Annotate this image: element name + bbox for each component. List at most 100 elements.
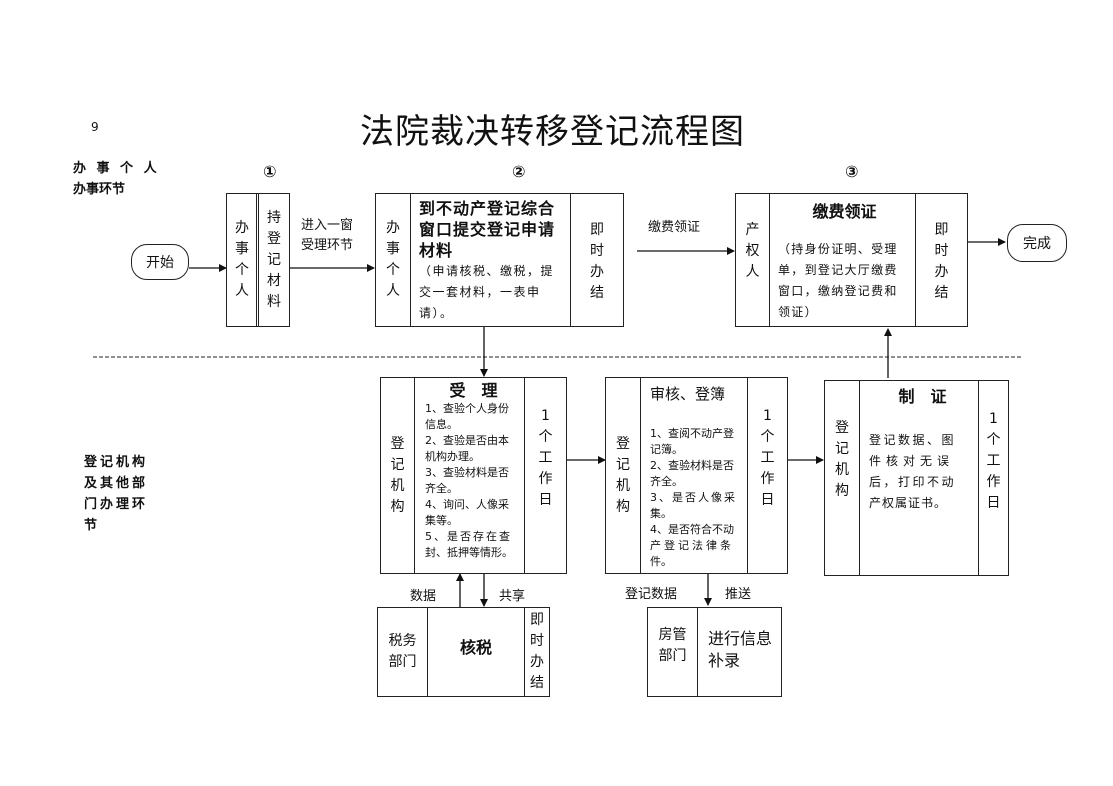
char: 日	[986, 495, 1001, 511]
char: 工	[986, 453, 1001, 469]
step1-double-divider	[256, 194, 259, 326]
char: 登	[835, 420, 849, 436]
dept-line: 税务	[388, 633, 417, 649]
detail-line: 单，到登记大厅缴费	[778, 263, 898, 277]
char: 机	[835, 462, 849, 478]
lane-label-line: 办事环节	[73, 182, 126, 197]
char: 持	[267, 209, 281, 226]
char: 个	[386, 262, 400, 278]
review-content: 审核、登簿 1、查阅不动产登 记簿。 2、查验材料是否 齐全。 3、是否人像采 …	[640, 378, 747, 573]
accept-content: 受 理 1、查验个人身份 信息。 2、查验是否由本 机构办理。 3、查验材料是否…	[414, 378, 524, 573]
char: 1	[763, 408, 772, 424]
item-line: 信息。	[425, 418, 458, 431]
char: 作	[538, 471, 553, 487]
review-actor: 登 记 机 构	[606, 378, 640, 573]
item-line: 5、是否存在查	[425, 530, 512, 543]
tax-task: 核税	[427, 608, 524, 696]
step2-timing: 即 时 办 结	[570, 194, 623, 326]
start-node: 开始	[131, 244, 189, 280]
char: 人	[745, 264, 760, 280]
review-heading: 审核、登簿	[650, 385, 726, 403]
item-line: 件核对无误	[869, 454, 955, 468]
task-line: 补录	[708, 651, 741, 670]
char: 办	[530, 654, 544, 670]
tax-heading: 核税	[459, 638, 492, 657]
char: 登	[390, 435, 405, 452]
item-line: 产权属证书。	[869, 496, 948, 510]
lane-label-line: 登记机构	[84, 455, 149, 470]
edge-label-line: 进入一窗	[301, 218, 354, 233]
item-line: 封、抵押等情形。	[425, 546, 513, 559]
char: 构	[835, 483, 849, 499]
char: 1	[989, 411, 998, 427]
step3-timing: 即 时 办 结	[915, 194, 967, 326]
char: 构	[616, 498, 630, 515]
char: 即	[934, 222, 949, 238]
step3-heading: 缴费领证	[812, 202, 877, 221]
review-box: 登 记 机 构 审核、登簿 1、查阅不动产登 记簿。 2、查验材料是否 齐全。 …	[605, 377, 788, 574]
step3-detail: （持身份证明、受理 单，到登记大厅缴费 窗口，缴纳登记费和 领证）	[778, 239, 911, 323]
lane-label-agency: 登记机构 及其他部 门办理环 节	[84, 452, 148, 536]
detail-line: 领证）	[778, 305, 818, 319]
char: 个	[986, 432, 1001, 448]
step1-actor: 办 事 个 人	[227, 194, 257, 326]
char: 人	[235, 283, 249, 299]
detail-line: 窗口，缴纳登记费和	[778, 284, 898, 298]
char: 构	[390, 498, 405, 515]
step2-content: 到不动产登记综合 窗口提交登记申请 材料 （申请核税、缴税，提 交一套材料，一表…	[410, 194, 570, 326]
tax-dept: 税务 部门	[378, 608, 427, 696]
char: 登	[616, 435, 630, 452]
tax-box: 税务 部门 核税 即 时 办 结	[377, 607, 550, 697]
diagram-title: 法院裁决转移登记流程图	[360, 112, 745, 152]
edge-label-data: 数据	[410, 589, 437, 604]
dept-line: 部门	[388, 654, 417, 670]
accept-box: 登 记 机 构 受 理 1、查验个人身份 信息。 2、查验是否由本 机构办理。 …	[380, 377, 567, 574]
char: 机	[616, 477, 630, 494]
step-marker-1: ①	[263, 162, 277, 181]
char: 办	[934, 264, 949, 280]
tax-timing: 即 时 办 结	[524, 608, 549, 696]
edge-label-line: 受理环节	[301, 238, 354, 253]
detail-line: 请）。	[419, 306, 454, 320]
item-line: 后，打印不动	[869, 475, 957, 489]
item-line: 齐全。	[650, 475, 683, 488]
accept-timing: 1 个 工 作 日	[524, 378, 566, 573]
char: 产	[745, 222, 760, 238]
char: 结	[934, 285, 949, 301]
issue-content: 制 证 登记数据、图 件核对无误 后，打印不动 产权属证书。	[859, 381, 978, 575]
char: 时	[934, 243, 949, 259]
detail-line: （申请核税、缴税，提	[419, 264, 555, 278]
housing-task: 进行信息 补录	[697, 608, 781, 696]
char: 即	[590, 222, 604, 238]
char: 时	[530, 633, 544, 649]
lane-label-line: 办 事 个 人	[73, 161, 160, 176]
page-number: 9	[91, 120, 99, 134]
char: 1	[541, 408, 550, 424]
item-line: 1、查阅不动产登	[650, 427, 734, 440]
detail-line: （持身份证明、受理	[778, 242, 898, 256]
housing-dept: 房管 部门	[648, 608, 697, 696]
heading-line: 窗口提交登记申请	[419, 220, 556, 239]
char: 记	[267, 251, 281, 268]
step2-box: 办 事 个 人 到不动产登记综合 窗口提交登记申请 材料 （申请核税、缴税，提 …	[375, 193, 624, 327]
item-line: 集等。	[425, 514, 458, 527]
char: 个	[538, 429, 553, 445]
step2-detail: （申请核税、缴税，提 交一套材料，一表申 请）。	[419, 261, 564, 324]
char: 登	[267, 230, 281, 247]
item-line: 3、查验材料是否	[425, 466, 509, 479]
edge-label-push: 推送	[725, 587, 752, 602]
step3-box: 产 权 人 缴费领证 （持身份证明、受理 单，到登记大厅缴费 窗口，缴纳登记费和…	[735, 193, 968, 327]
char: 事	[386, 241, 400, 257]
item-line: 机构办理。	[425, 450, 480, 463]
item-line: 齐全。	[425, 482, 458, 495]
lane-label-line: 及其他部	[84, 476, 149, 491]
edge-label-window-intake: 进入一窗 受理环节	[301, 216, 353, 256]
lane-label-line: 节	[84, 518, 101, 533]
char: 办	[235, 220, 249, 236]
item-line: 产登记法律条	[650, 539, 734, 552]
item-line: 2、查验是否由本	[425, 434, 509, 447]
char: 记	[835, 441, 849, 457]
issue-heading: 制 证	[898, 387, 947, 406]
end-node: 完成	[1007, 224, 1067, 262]
